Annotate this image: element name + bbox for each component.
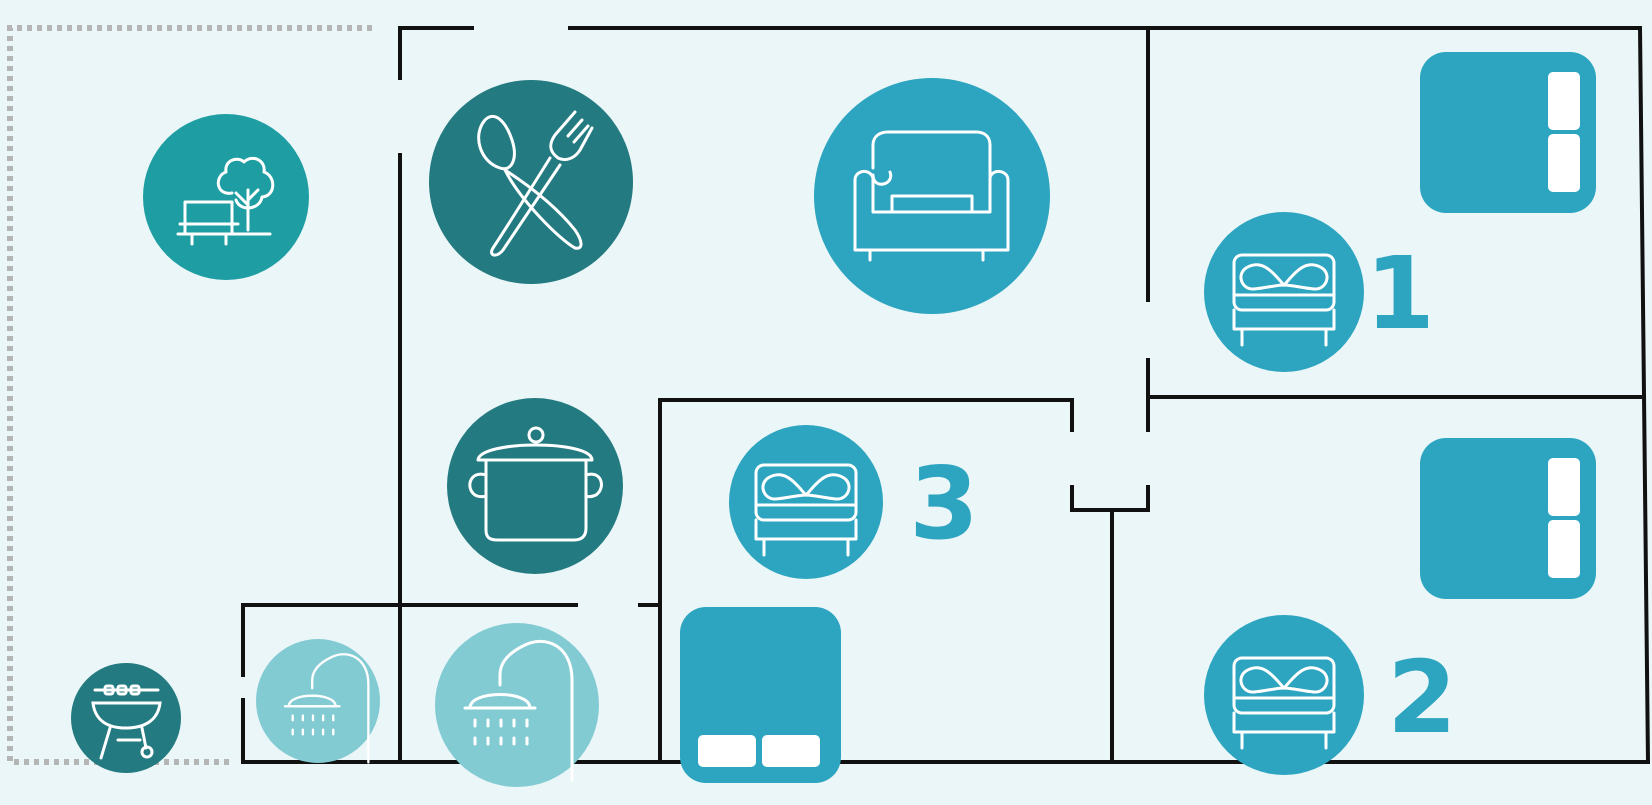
room-number-2: 2 (1387, 639, 1457, 756)
wardrobe-bedroom-1 (1420, 52, 1596, 213)
living-room-icon-badge (814, 78, 1050, 314)
wall-bath-top (241, 603, 578, 677)
wall-right (1637, 25, 1651, 765)
garden-icon-badge (143, 114, 309, 280)
park-bench-tree-icon (176, 156, 275, 246)
wc-icon-badge (256, 639, 380, 764)
bedroom-1-icon-badge (1204, 212, 1364, 372)
room-number-1: 1 (1365, 235, 1435, 352)
room-number-3: 3 (909, 445, 979, 562)
wall-hall-notch (1070, 485, 1150, 512)
wall-bedroom3-top (658, 398, 1074, 432)
dining-icon-badge (429, 80, 633, 284)
walls (241, 25, 1651, 765)
bedroom-2-icon-badge (1204, 615, 1364, 775)
kitchen-icon-badge (447, 398, 623, 574)
wardrobe-bedroom-3 (680, 607, 841, 783)
terrace-border (7, 25, 372, 765)
spoon-fork-icon (477, 110, 594, 257)
bedroom-3-icon-badge (729, 425, 883, 579)
cooking-pot-icon (468, 426, 603, 542)
wardrobe-bedroom-2 (1420, 438, 1596, 599)
bbq-icon-badge (71, 663, 181, 773)
barbecue-grill-icon (91, 684, 162, 760)
armchair-icon (853, 130, 1010, 262)
bathroom-icon-badge (435, 623, 599, 787)
wall-top-left (398, 26, 474, 80)
